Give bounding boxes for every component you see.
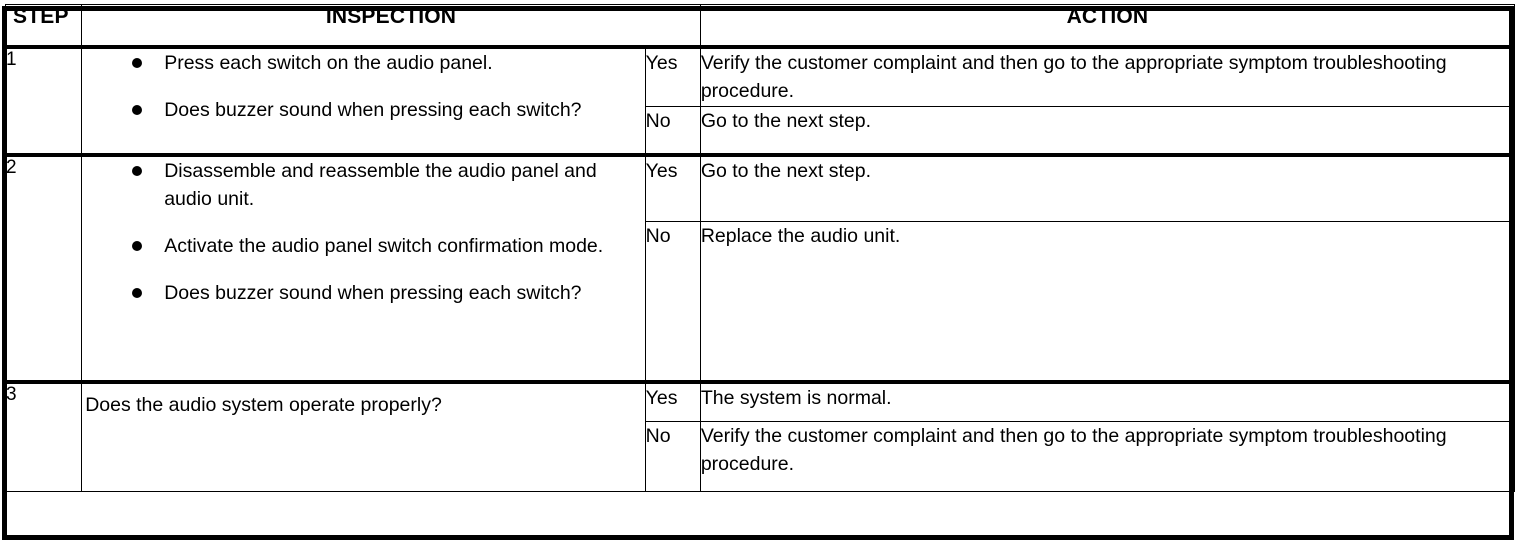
inspection-bullet-text: Does buzzer sound when pressing each swi… (164, 282, 582, 305)
list-item: Activate the audio panel switch confirma… (82, 232, 644, 260)
step-number-cell: 2 (4, 152, 83, 383)
table-row: 2 Disassemble and reassemble the audio p… (4, 152, 1516, 383)
result-label-cell: Yes (644, 44, 701, 107)
list-item: Does buzzer sound when pressing each swi… (82, 96, 644, 124)
action-cell: Verify the customer complaint and then g… (699, 44, 1516, 107)
bullet-icon (132, 58, 143, 68)
column-header-step: STEP (4, 4, 83, 48)
bullet-icon (132, 105, 143, 116)
table-header: STEP INSPECTION ACTION (4, 4, 1516, 48)
result-label-cell: No (644, 105, 701, 156)
bullet-icon (132, 241, 143, 252)
inspection-text: Does the audio system operate properly? (85, 393, 442, 416)
inspection-cell: Press each switch on the audio panel. Do… (81, 45, 646, 156)
step-number-cell: 1 (4, 45, 83, 156)
inspection-bullet-text: Press each switch on the audio panel. (164, 52, 493, 74)
result-label-cell: Yes (644, 152, 701, 222)
action-cell: The system is normal. (699, 379, 1516, 422)
inspection-bullet-text: Does buzzer sound when pressing each swi… (164, 99, 582, 122)
troubleshooting-table-sheet: STEP INSPECTION ACTION 1 Press each swit… (0, 4, 1520, 544)
table-row: No Go to the next step. (6, 105, 1516, 156)
action-cell: Go to the next step. (699, 152, 1516, 222)
step-number-cell: 3 (4, 379, 83, 492)
table-row: No Replace the audio unit. (6, 220, 1516, 383)
inspection-bullet-text: Disassemble and reassemble the audio pan… (164, 159, 597, 210)
inspection-bullet-list: Disassemble and reassemble the audio pan… (82, 157, 644, 308)
result-label-cell: Yes (644, 379, 701, 422)
inspection-cell: Disassemble and reassemble the audio pan… (81, 152, 646, 383)
list-item: Does buzzer sound when pressing each swi… (82, 279, 644, 307)
header-row: STEP INSPECTION ACTION (4, 4, 1516, 48)
result-label-cell: No (644, 220, 701, 383)
table-body: 1 Press each switch on the audio panel. … (4, 44, 1516, 492)
list-item: Press each switch on the audio panel. (82, 49, 644, 77)
bullet-icon (132, 288, 143, 299)
action-cell: Go to the next step. (699, 105, 1516, 156)
result-label-cell: No (644, 420, 701, 492)
column-header-action: ACTION (699, 4, 1516, 48)
action-cell: Verify the customer complaint and then g… (699, 420, 1516, 492)
table-row: 3 Does the audio system operate properly… (4, 379, 1516, 492)
table-row: 1 Press each switch on the audio panel. … (4, 44, 1516, 156)
column-header-inspection: INSPECTION (81, 4, 701, 48)
list-item: Disassemble and reassemble the audio pan… (82, 157, 644, 214)
action-cell: Replace the audio unit. (699, 220, 1516, 383)
bullet-icon (132, 165, 143, 176)
inspection-bullet-list: Press each switch on the audio panel. Do… (82, 49, 644, 125)
troubleshooting-table: STEP INSPECTION ACTION 1 Press each swit… (4, 4, 1516, 492)
inspection-bullet-text: Activate the audio panel switch confirma… (164, 235, 604, 258)
table-row: No Verify the customer complaint and the… (6, 420, 1516, 492)
inspection-cell: Does the audio system operate properly? (81, 379, 646, 492)
